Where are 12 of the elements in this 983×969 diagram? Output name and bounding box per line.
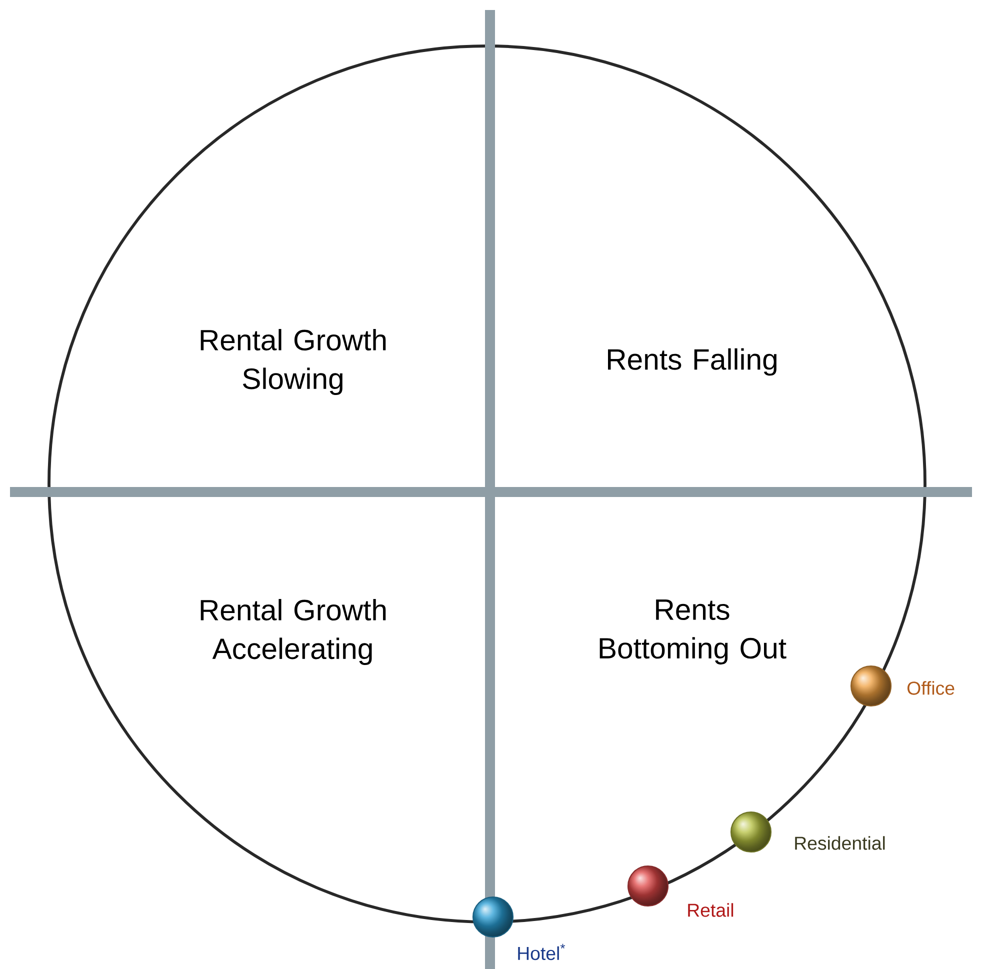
quadrant-label: Rental Growth Accelerating	[200, 598, 386, 665]
dot-label: Retail	[688, 903, 734, 917]
dot-label: Office	[907, 681, 954, 695]
marker-dot	[850, 665, 892, 707]
marker-dot	[730, 811, 772, 853]
dot-label: Hotel$^{*}$	[518, 944, 566, 960]
quadrant-label: Rents Falling	[608, 348, 776, 376]
dot-label: Residential	[795, 836, 885, 850]
marker-dot	[472, 896, 514, 938]
quadrant-label: Rents Bottoming Out	[600, 600, 786, 664]
quadrant-label: Rental Growth Slowing	[200, 328, 386, 395]
marker-dot	[627, 865, 669, 907]
